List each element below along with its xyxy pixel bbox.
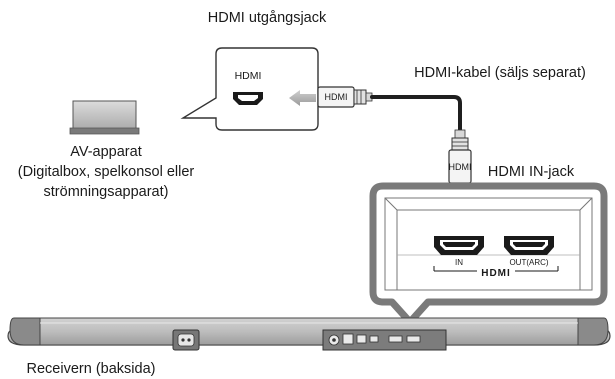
receiver-rear-label: Receivern (baksida) <box>27 361 156 377</box>
power-inlet-icon <box>172 329 200 351</box>
av-device-examples-line2: strömningsapparat) <box>44 184 169 200</box>
av-device-label: AV-apparat <box>70 144 141 160</box>
hdmi-cable <box>370 95 462 132</box>
av-device-examples-line1: (Digitalbox, spelkonsol eller <box>18 164 195 180</box>
cable-plug-horizontal-label: HDMI <box>325 92 348 102</box>
cable-plug-horizontal-icon <box>317 86 373 108</box>
receiver-soundbar <box>7 317 611 351</box>
hdmi-out-arc-port-icon <box>504 236 554 255</box>
hdmi-in-jack-label: HDMI IN-jack <box>488 164 575 180</box>
av-port-label: HDMI <box>235 70 262 82</box>
arrow-left-icon <box>289 90 316 106</box>
av-hdmi-callout <box>180 47 319 131</box>
port-out-arc-label: OUT(ARC) <box>509 258 548 267</box>
cable-plug-vertical-icon <box>448 129 472 184</box>
hdmi-logo-label: HDMI <box>481 268 511 279</box>
cable-plug-vertical-label: HDMI <box>449 162 472 172</box>
av-device-icon <box>69 100 140 135</box>
hdmi-in-port-icon <box>434 236 484 255</box>
rear-connector-panel <box>322 329 447 351</box>
port-in-label: IN <box>455 258 463 267</box>
receiver-zoom-callout <box>369 182 608 326</box>
hdmi-output-port-icon <box>233 92 263 105</box>
hdmi-out-jack-label: HDMI utgångsjack <box>208 10 327 26</box>
hdmi-cable-label: HDMI-kabel (säljs separat) <box>414 65 586 81</box>
